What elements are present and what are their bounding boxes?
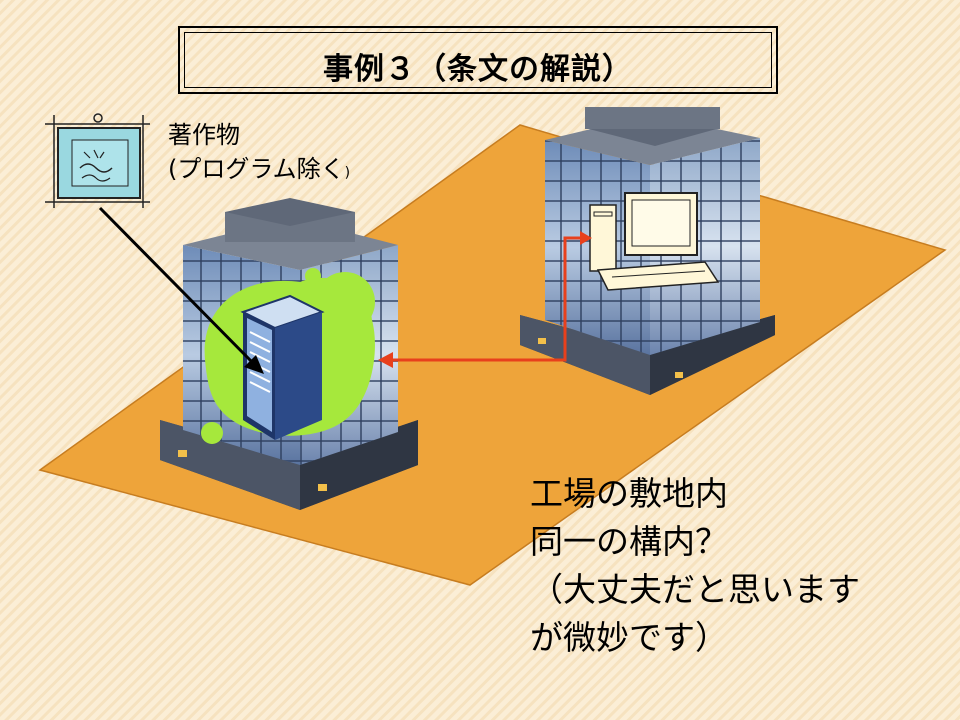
server-rack-icon	[240, 294, 325, 440]
copyright-label-line2-main: (プログラム除く	[168, 155, 345, 183]
picture-frame-icon	[45, 113, 150, 208]
copyright-work-label: 著作物 (プログラム除く)	[168, 118, 350, 190]
copyright-label-line2-close: )	[344, 165, 351, 181]
network-connection-arrow	[378, 231, 592, 368]
slide-title: 事例３（条文の解説）	[323, 52, 633, 87]
copyright-label-line2: (プログラム除く)	[168, 152, 350, 190]
note-line-4: が微妙です）	[530, 618, 728, 657]
note-line-2: 同一の構内？	[530, 522, 728, 561]
note-line-3: （大丈夫だと思います	[530, 570, 860, 609]
pointer-arrow	[98, 206, 264, 374]
desktop-computer-icon	[589, 192, 720, 291]
note-line-1: 工場の敷地内	[530, 474, 728, 513]
copyright-label-line1: 著作物	[168, 121, 240, 149]
title-box: 事例３（条文の解説）	[178, 26, 778, 94]
site-note: 工場の敷地内 同一の構内？ （大丈夫だと思います が微妙です）	[530, 470, 860, 662]
